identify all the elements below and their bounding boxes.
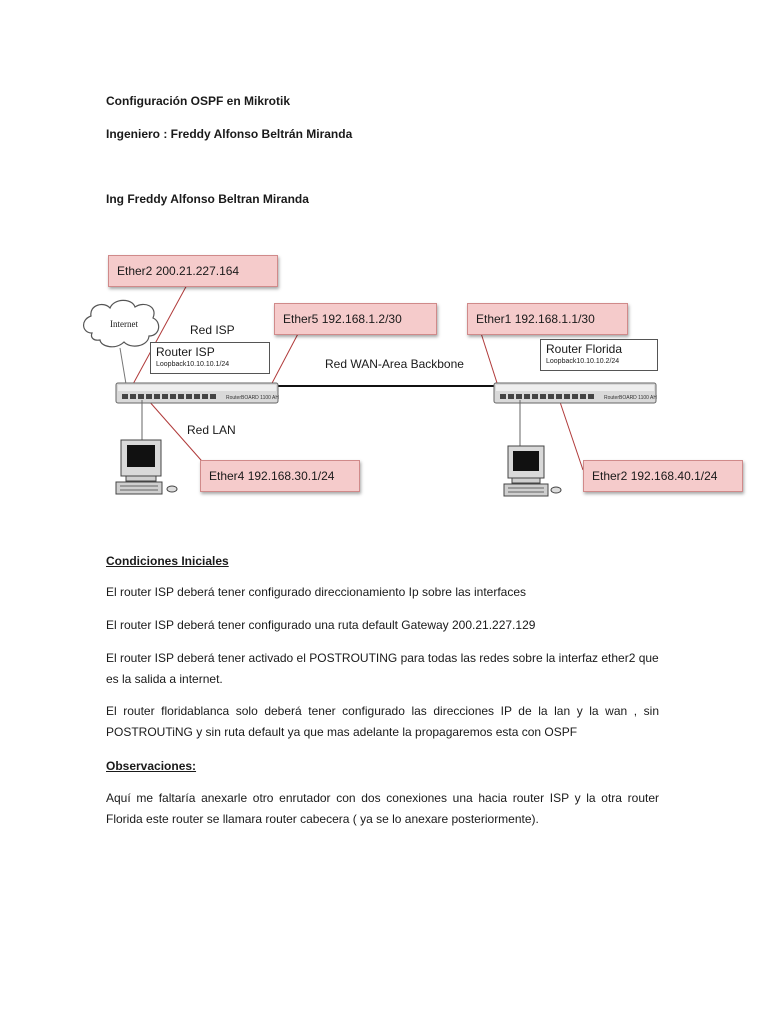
paragraph-5: Aquí me faltaría anexarle otro enrutador… <box>106 791 659 826</box>
isp-device-brand: RouterBOARD 1100 AH <box>226 395 279 401</box>
callout-ether2-florida: Ether2 192.168.40.1/24 <box>583 460 743 492</box>
paragraph-2: El router ISP deberá tener configurado u… <box>106 618 536 632</box>
diagram-graphics <box>83 282 657 497</box>
router-florida-box: Router Florida Loopback10.10.10.2/24 <box>540 339 658 371</box>
doc-title: Configuración OSPF en Mikrotik <box>106 94 291 108</box>
pc-florida-lan-icon <box>503 400 562 497</box>
red-isp-label: Red ISP <box>190 323 235 337</box>
callout-ether2-isp: Ether2 200.21.227.164 <box>108 255 278 287</box>
wan-backbone-label: Red WAN-Area Backbone <box>325 357 464 371</box>
paragraph-3: El router ISP deberá tener activado el P… <box>106 651 659 686</box>
internet-label: Internet <box>110 319 138 329</box>
router-isp-device-icon <box>115 382 279 404</box>
internet-link <box>119 347 127 385</box>
paragraph-4: El router floridablanca solo deberá tene… <box>106 704 659 739</box>
florida-device-brand: RouterBOARD 1100 AH <box>604 395 657 401</box>
red-lan-label: Red LAN <box>187 423 236 437</box>
conditions-heading: Condiciones Iniciales <box>106 554 229 568</box>
callout-ether5: Ether5 192.168.1.2/30 <box>274 303 437 335</box>
internet-cloud-icon <box>83 299 160 348</box>
router-florida-device-icon <box>493 382 657 404</box>
router-isp-box: Router ISP Loopback10.10.10.1/24 <box>150 342 270 374</box>
router-florida-loopback: Loopback10.10.10.2/24 <box>546 358 620 365</box>
paragraph-1: El router ISP deberá tener configurado d… <box>106 585 527 599</box>
engineer-line: Ingeniero : Freddy Alfonso Beltrán Miran… <box>106 127 353 141</box>
observations-heading: Observaciones: <box>106 759 197 773</box>
router-isp-title: Router ISP <box>156 345 215 359</box>
router-isp-loopback: Loopback10.10.10.1/24 <box>156 361 230 368</box>
callout-connectors <box>131 282 584 471</box>
pc-isp-lan-icon <box>115 400 178 495</box>
network-diagram: Internet Ether2 200.21.227.164 Ether5 19… <box>83 255 743 497</box>
callout-ether4: Ether4 192.168.30.1/24 <box>200 460 360 492</box>
author-line: Ing Freddy Alfonso Beltran Miranda <box>106 192 309 206</box>
router-florida-title: Router Florida <box>546 342 623 356</box>
callout-ether1: Ether1 192.168.1.1/30 <box>467 303 628 335</box>
